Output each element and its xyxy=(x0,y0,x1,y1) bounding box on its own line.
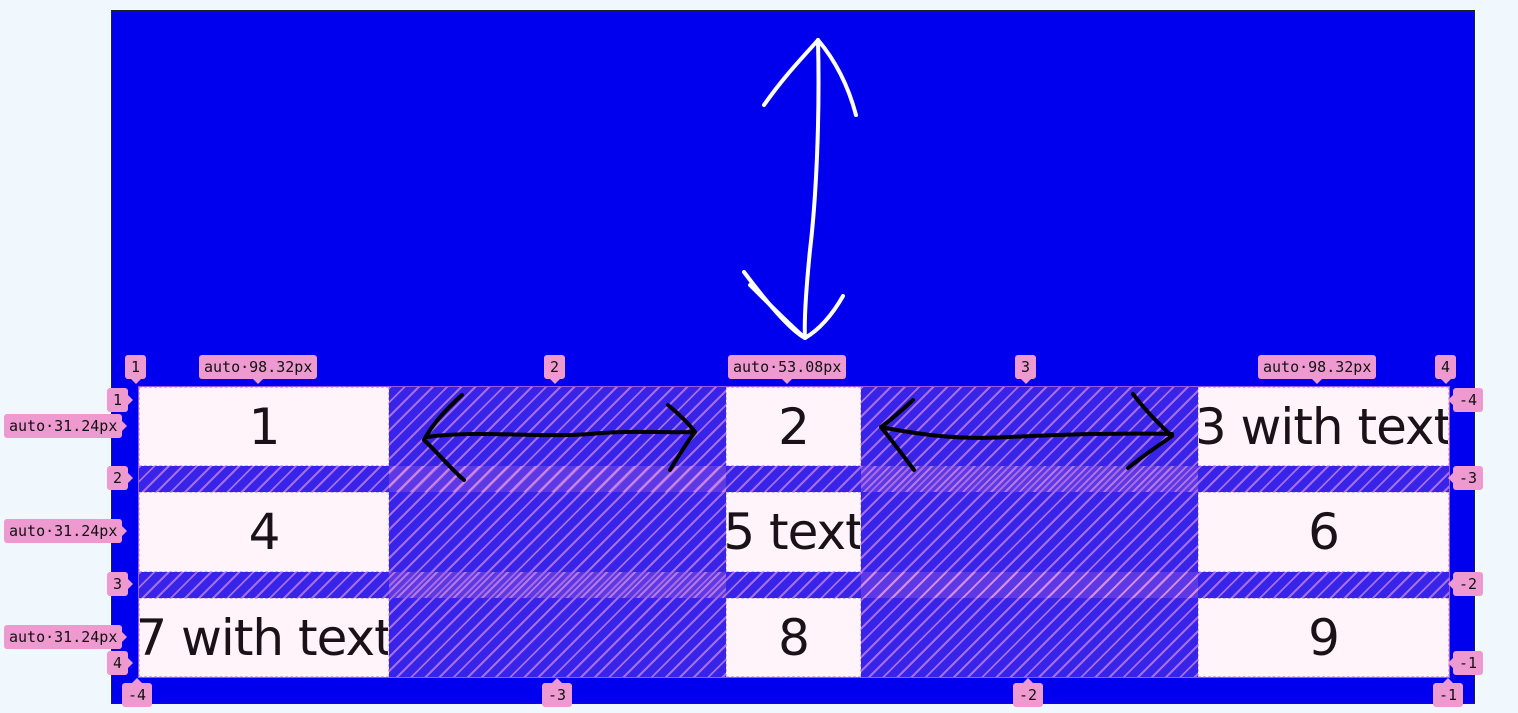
row-line-3-label: 3 xyxy=(107,572,134,596)
grid-cell-1: 1 xyxy=(139,387,389,466)
grid-cell-4: 4 xyxy=(139,492,389,572)
row-line-neg2-label: -2 xyxy=(1447,572,1484,596)
row-line-2-label: 2 xyxy=(107,466,134,490)
column-1-size-label: auto·98.32px xyxy=(199,355,318,384)
row-3-size-label: auto·31.24px xyxy=(4,625,128,649)
row-line-neg3-label: -3 xyxy=(1447,466,1484,490)
column-line-4-label: 4 xyxy=(1435,355,1457,384)
row-2-size-label: auto·31.24px xyxy=(4,519,128,543)
column-line-neg3-label: -3 xyxy=(542,678,573,707)
grid-cell-8: 8 xyxy=(726,598,861,677)
column-line-neg1-label: -1 xyxy=(1433,678,1464,707)
row-gap-2 xyxy=(139,572,1449,598)
grid-cell-9: 9 xyxy=(1198,598,1449,677)
white-double-arrow-icon xyxy=(742,38,858,340)
row-line-4-label: 4 xyxy=(107,651,134,675)
row-line-neg1-label: -1 xyxy=(1447,651,1484,675)
black-double-arrow-icon xyxy=(422,393,697,482)
row-line-1-label: 1 xyxy=(107,388,134,412)
grid-cell-2: 2 xyxy=(726,387,861,466)
column-line-neg4-label: -4 xyxy=(122,678,153,707)
grid-cell-3: 3 with text xyxy=(1198,387,1449,466)
grid-cell-6: 6 xyxy=(1198,492,1449,572)
column-line-2-label: 2 xyxy=(544,355,566,384)
row-line-neg4-label: -4 xyxy=(1447,388,1484,412)
column-3-size-label: auto·98.32px xyxy=(1258,355,1377,384)
grid-cell-5: 5 text xyxy=(726,492,861,572)
black-double-arrow-icon-2 xyxy=(879,392,1174,472)
column-line-3-label: 3 xyxy=(1015,355,1037,384)
row-1-size-label: auto·31.24px xyxy=(4,414,128,438)
column-line-neg2-label: -2 xyxy=(1013,678,1044,707)
column-line-1-label: 1 xyxy=(125,355,147,384)
grid-cell-7: 7 with text xyxy=(139,598,389,677)
column-2-size-label: auto·53.08px xyxy=(728,355,847,384)
row-gap-1 xyxy=(139,466,1449,492)
